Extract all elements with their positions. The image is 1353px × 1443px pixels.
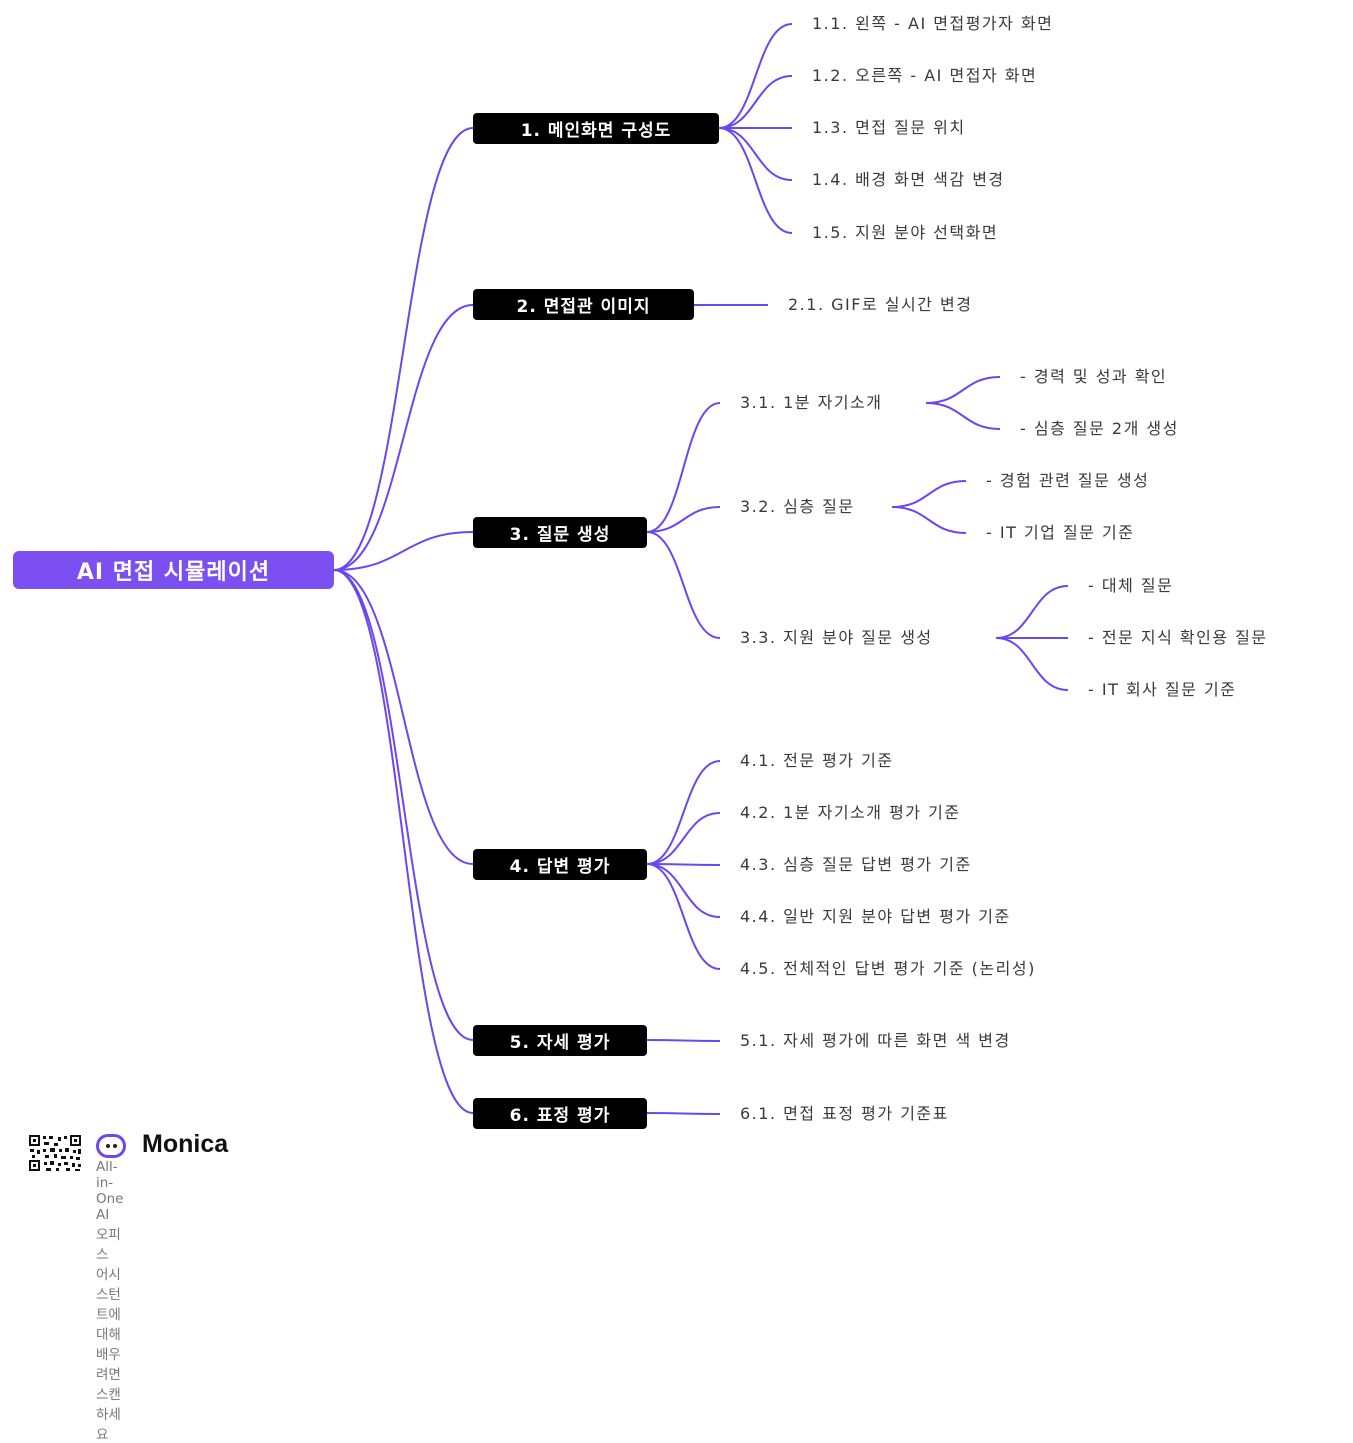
category-label: 3. 질문 생성 [509,525,611,545]
monica-logo-icon [96,1134,126,1158]
category-label: 2. 면접관 이미지 [516,297,651,317]
connector-line [891,506,967,534]
leaf-3-1[interactable]: 3.1. 1분 자기소개 [740,393,883,412]
connector-line [333,569,474,865]
connector-line [718,127,793,181]
category-node-question-generation[interactable]: 3. 질문 생성 [473,517,647,548]
connector-line [646,863,721,918]
connector-line [995,637,1069,691]
connector-line [646,1039,721,1042]
leaf-4-2[interactable]: 4.2. 1분 자기소개 평가 기준 [740,803,961,822]
connector-line [646,812,721,865]
connector-line [891,480,967,508]
brand-tagline: All-in-One AI 오피스 어시스턴트에 대해 배우려면 스캔하세요 [96,1159,124,1443]
connector-line [925,402,1001,430]
connector-line [333,127,474,571]
connector-line [925,376,1001,404]
leaf-3-2-1[interactable]: - 경험 관련 질문 생성 [986,471,1150,490]
leaf-3-3-1[interactable]: - 대체 질문 [1088,576,1174,595]
category-label: 6. 표정 평가 [509,1106,611,1126]
connector-line [646,760,721,865]
root-label: AI 면접 시뮬레이션 [76,560,271,585]
root-node[interactable]: AI 면접 시뮬레이션 [13,551,334,589]
leaf-3-3-2[interactable]: - 전문 지식 확인용 질문 [1088,628,1268,647]
qr-code-icon[interactable] [28,1134,82,1172]
leaf-3-1-2[interactable]: - 심층 질문 2개 생성 [1020,419,1179,438]
leaf-3-1-1[interactable]: - 경력 및 성과 확인 [1020,367,1168,386]
connector-line [718,127,793,234]
connector-line [333,569,474,1114]
connector-line [646,863,721,970]
category-node-posture-evaluation[interactable]: 5. 자세 평가 [473,1025,647,1056]
leaf-4-3[interactable]: 4.3. 심층 질문 답변 평가 기준 [740,855,972,874]
leaf-1-3[interactable]: 1.3. 면접 질문 위치 [812,118,966,137]
connector-line [333,569,474,1041]
brand-name: Monica [142,1130,229,1158]
category-label: 5. 자세 평가 [509,1033,611,1053]
category-label: 1. 메인화면 구성도 [520,121,672,141]
leaf-3-3-3[interactable]: - IT 회사 질문 기준 [1088,680,1237,699]
category-node-answer-evaluation[interactable]: 4. 답변 평가 [473,849,647,880]
leaf-1-1[interactable]: 1.1. 왼쪽 - AI 면접평가자 화면 [812,14,1054,33]
connector-line [646,1112,721,1115]
leaf-1-4[interactable]: 1.4. 배경 화면 색감 변경 [812,170,1005,189]
connector-line [995,585,1069,639]
leaf-2-1[interactable]: 2.1. GIF로 실시간 변경 [788,295,973,314]
connector-line [646,402,721,533]
leaf-3-3[interactable]: 3.3. 지원 분야 질문 생성 [740,628,933,647]
leaf-3-2[interactable]: 3.2. 심층 질문 [740,497,855,516]
mindmap-connectors [333,23,1069,1115]
connector-line [718,75,793,129]
connector-line [646,531,721,639]
leaf-4-1[interactable]: 4.1. 전문 평가 기준 [740,751,894,770]
category-node-main-screen[interactable]: 1. 메인화면 구성도 [473,113,719,144]
leaf-4-4[interactable]: 4.4. 일반 지원 분야 답변 평가 기준 [740,907,1011,926]
connector-line [333,304,474,571]
connector-line [718,23,793,129]
leaf-5-1[interactable]: 5.1. 자세 평가에 따른 화면 색 변경 [740,1031,1011,1050]
leaf-4-5[interactable]: 4.5. 전체적인 답변 평가 기준 (논리성) [740,959,1036,978]
category-node-expression-evaluation[interactable]: 6. 표정 평가 [473,1098,647,1129]
connector-line [333,531,474,571]
connector-line [646,863,721,866]
leaf-6-1[interactable]: 6.1. 면접 표정 평가 기준표 [740,1104,949,1123]
leaf-3-2-2[interactable]: - IT 기업 질문 기준 [986,523,1135,542]
connector-line [646,506,721,533]
leaf-1-2[interactable]: 1.2. 오른쪽 - AI 면접자 화면 [812,66,1038,85]
leaf-1-5[interactable]: 1.5. 지원 분야 선택화면 [812,223,999,242]
category-node-interviewer-image[interactable]: 2. 면접관 이미지 [473,289,694,320]
category-label: 4. 답변 평가 [509,857,611,877]
